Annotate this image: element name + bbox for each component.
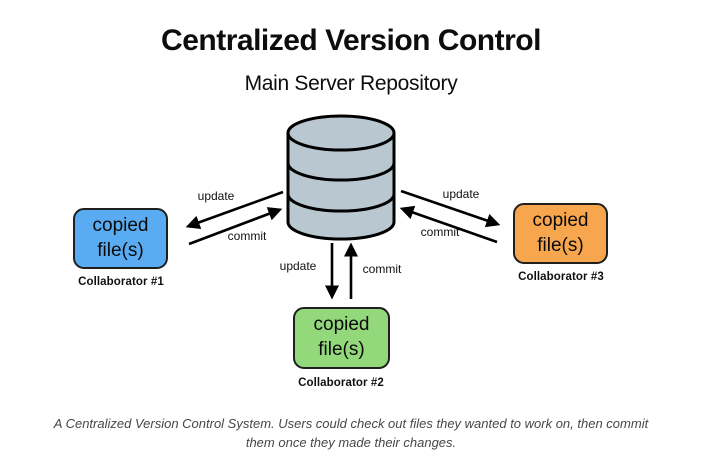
page-title: Centralized Version Control (161, 24, 541, 57)
update-arrow-collab1 (185, 190, 284, 230)
commit-arrow-collab1 (188, 207, 283, 246)
server-repository-label: Main Server Repository (244, 72, 458, 95)
cylinder-body (286, 133, 396, 241)
collaborator-3-label: Collaborator #3 (518, 271, 604, 283)
cylinder-band-upper (286, 162, 396, 182)
update-label-right: update (442, 187, 480, 201)
cylinder-top (286, 114, 396, 152)
update-arrow-collab3 (400, 189, 501, 228)
commit-label-middle: commit (362, 262, 402, 276)
collaborator-2-label: Collaborator #2 (298, 377, 384, 389)
server-database-cylinder-icon (286, 114, 396, 241)
collaborator-1-label: Collaborator #1 (78, 276, 164, 288)
collaborator-3-files-box: copied file(s) (513, 203, 608, 264)
commit-label-right: commit (420, 225, 460, 239)
figure-caption: A Centralized Version Control System. Us… (53, 416, 649, 450)
cylinder-band-lower (286, 193, 396, 213)
collaborator-2-files-box: copied file(s) (293, 307, 390, 369)
collaborator-3-files-label: copied file(s) (532, 209, 589, 256)
collaborator-2-files-label: copied file(s) (313, 314, 370, 360)
commit-label-left: commit (227, 229, 267, 243)
commit-arrow-collab3 (399, 205, 498, 244)
update-label-left: update (197, 189, 235, 203)
collaborator-1-files-box: copied file(s) (73, 208, 168, 269)
update-label-middle: update (279, 259, 317, 273)
collaborator-1-files-label: copied file(s) (92, 214, 149, 261)
